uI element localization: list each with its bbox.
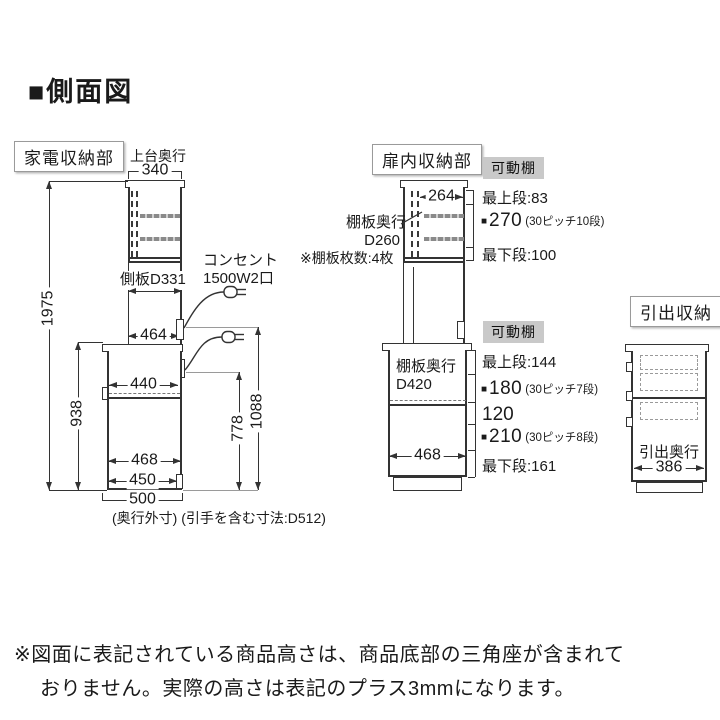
adjustable-shelf [424,214,464,218]
shelf-depth-label-upper2: D260 [364,232,400,249]
square-bullet: ■ [481,215,488,227]
extension-line [186,327,258,328]
extension-line [186,372,239,373]
upper-depth-label: 上台奥行 [130,148,186,164]
adjustable-shelf [140,214,180,218]
shelf-line [390,404,466,406]
bracket-lower [475,350,476,477]
section-label-appliance-storage: 家電収納部 [14,141,124,172]
side-panel-depth-label: 側板D331 [118,271,188,290]
door-handle [176,474,183,489]
dim-500: 500 [102,490,183,509]
door-dashed-line [136,191,138,257]
section-label-drawer-storage: 引出収納 [630,296,720,327]
row-top-upper: 最上段:83 [482,190,548,207]
shelf-count-note: ※棚板枚数:4枚 [300,250,394,266]
dim-468-mid: 468 [389,446,466,465]
drawer-slide-mark [626,417,633,427]
adjustable-shelf [424,237,464,241]
shelf-dashed-line [390,400,466,401]
row-mid-lower: 120 [482,404,514,425]
extension-line [78,342,103,343]
dim-1975-line [46,181,52,490]
dim-778: 778 [229,396,248,460]
extension-line [49,490,107,491]
row-pitch-upper: ■ 270 (30ピッチ10段) [481,210,605,231]
side-panel-line [128,263,129,344]
shelf-line [109,397,180,399]
square-bullet: ■ [481,431,488,443]
drawer-slide-mark [626,391,633,401]
extension-line [183,490,258,491]
drawer-slide-mark [626,362,633,372]
side-panel-line [180,263,182,344]
drawer-depth-label: 引出奥行 [638,444,699,461]
dim-464: 464 [128,326,179,345]
adjustable-shelf [140,237,180,241]
row-pitch1-lower: ■ 180 (30ピッチ7段) [481,378,599,399]
dim-340: 340 [128,161,182,180]
page-title: ■側面図 [28,77,134,107]
plug-icon [221,330,244,344]
door-dashed-line [131,191,133,257]
door-dashed-line [411,191,413,257]
drawer-hidden-outline [640,355,698,370]
footnote-line1: ※図面に表記されている商品高さは、商品底部の三角座が含まれて [14,644,625,666]
drawer-hidden-outline [640,402,698,420]
square-bullet: ■ [481,383,488,395]
mid-upper-bottom-shelf [404,257,464,259]
outlet-label-line2: 1500W2口 [203,270,274,287]
row-top-lower: 最上段:144 [482,354,557,371]
lower-cabinet-body [107,351,182,490]
shelf-depth-label-upper1: 棚板奥行 [346,214,407,231]
section-label-inside-door-storage: 扉内収納部 [372,144,482,175]
movable-shelf-tag-upper: 可動棚 [483,157,544,179]
depth-caption: (奥行外寸) (引手を含む寸法:D512) [112,510,326,526]
row-pitch2-lower: ■ 210 (30ピッチ8段) [481,426,599,447]
footnote-line2: おりません。実際の高さは表記のプラス3mmになります。 [40,678,575,700]
door-dashed-line [417,191,419,257]
row-bottom-lower: 最下段:161 [482,458,557,475]
dim-1088: 1088 [248,379,267,443]
movable-shelf-tag-lower: 可動棚 [483,321,544,343]
extension-line [49,181,128,182]
drawer-cabinet-plinth [636,482,703,493]
back-panel-line [413,267,414,343]
dim-d331-arrow [128,288,182,294]
drawer-divider-line [632,397,706,399]
shelf-depth-label-lower1: 棚板奥行 [396,358,457,375]
outlet-label-line1: コンセント [203,252,279,269]
mid-lower-plinth [393,477,462,491]
drawer-hidden-outline [640,373,698,391]
shelf-depth-label-lower2: D420 [396,376,432,393]
side-panel-line [403,263,404,343]
dim-386: 386 [634,458,704,477]
dim-440: 440 [109,375,178,394]
side-panel-line [463,263,465,343]
dim-450: 450 [108,471,177,490]
shelf-dashed-line [109,393,180,394]
outlet-box [176,319,184,340]
dim-264: 264 [420,187,463,206]
bracket-upper [473,190,474,261]
dim-468: 468 [108,451,181,470]
outlet-box [457,321,465,339]
dim-938: 938 [68,381,87,445]
upper-cabinet-bottom-shelf [129,257,181,259]
row-bottom-upper: 最下段:100 [482,247,557,264]
shelf-support-tab [102,387,108,400]
dim-1975: 1975 [39,276,58,340]
